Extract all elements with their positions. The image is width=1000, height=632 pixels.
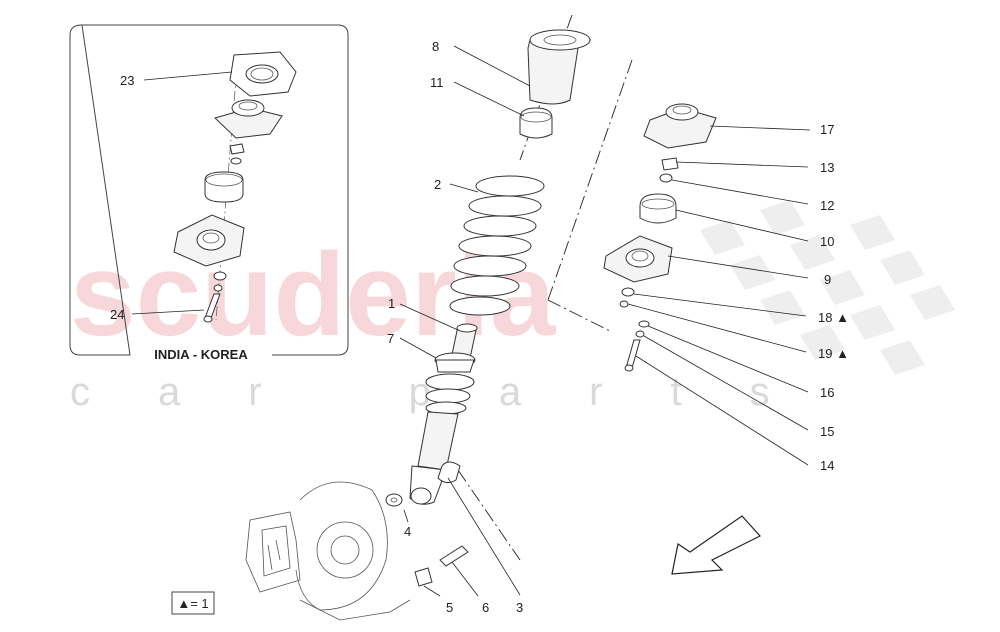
- bump-stop: [519, 107, 553, 139]
- inset-title: INDIA - KOREA: [154, 347, 248, 362]
- direction-arrow-icon: [671, 515, 761, 575]
- callout-12: 12: [820, 198, 834, 213]
- watermark-tagline: car parts: [70, 370, 838, 414]
- callout-2: 2: [434, 177, 441, 192]
- checkered-flag-icon: [700, 200, 955, 375]
- callout-7: 7: [387, 331, 394, 346]
- legend-box: ▲= 1: [171, 591, 215, 615]
- callout-14: 14: [820, 458, 834, 473]
- callout-15: 15: [820, 424, 834, 439]
- callout-13: 13: [820, 160, 834, 175]
- inset-frame: INDIA - KOREA: [69, 24, 349, 362]
- bolt: [439, 545, 469, 567]
- inset-parts: [173, 51, 297, 323]
- callout-1: 1: [388, 296, 395, 311]
- callout-24: 24: [110, 307, 124, 322]
- coil-spring: [449, 175, 545, 316]
- callout-5: 5: [446, 600, 453, 615]
- washer: [385, 493, 403, 507]
- wheel-hub-assembly: [245, 481, 411, 621]
- callout-19: 19 ▲: [818, 346, 849, 361]
- callout-10: 10: [820, 234, 834, 249]
- dust-boot: [527, 29, 592, 105]
- callout-9: 9: [824, 272, 831, 287]
- callout-4: 4: [404, 524, 411, 539]
- callout-17: 17: [820, 122, 834, 137]
- callouts: 8 11 2 1 7 4 5 6 3 17 13 12 10 9 18 ▲ 19…: [110, 39, 849, 615]
- callout-6: 6: [482, 600, 489, 615]
- legend-text: ▲= 1: [177, 596, 208, 611]
- callout-3: 3: [516, 600, 523, 615]
- shock-absorber: [409, 323, 478, 505]
- right-stack: [603, 103, 717, 372]
- callout-11: 11: [430, 75, 444, 90]
- callout-23: 23: [120, 73, 134, 88]
- callout-16: 16: [820, 385, 834, 400]
- leader-lines: [131, 45, 811, 597]
- callout-18: 18 ▲: [818, 310, 849, 325]
- callout-8: 8: [432, 39, 439, 54]
- nut: [414, 567, 433, 587]
- bushing: [437, 461, 461, 484]
